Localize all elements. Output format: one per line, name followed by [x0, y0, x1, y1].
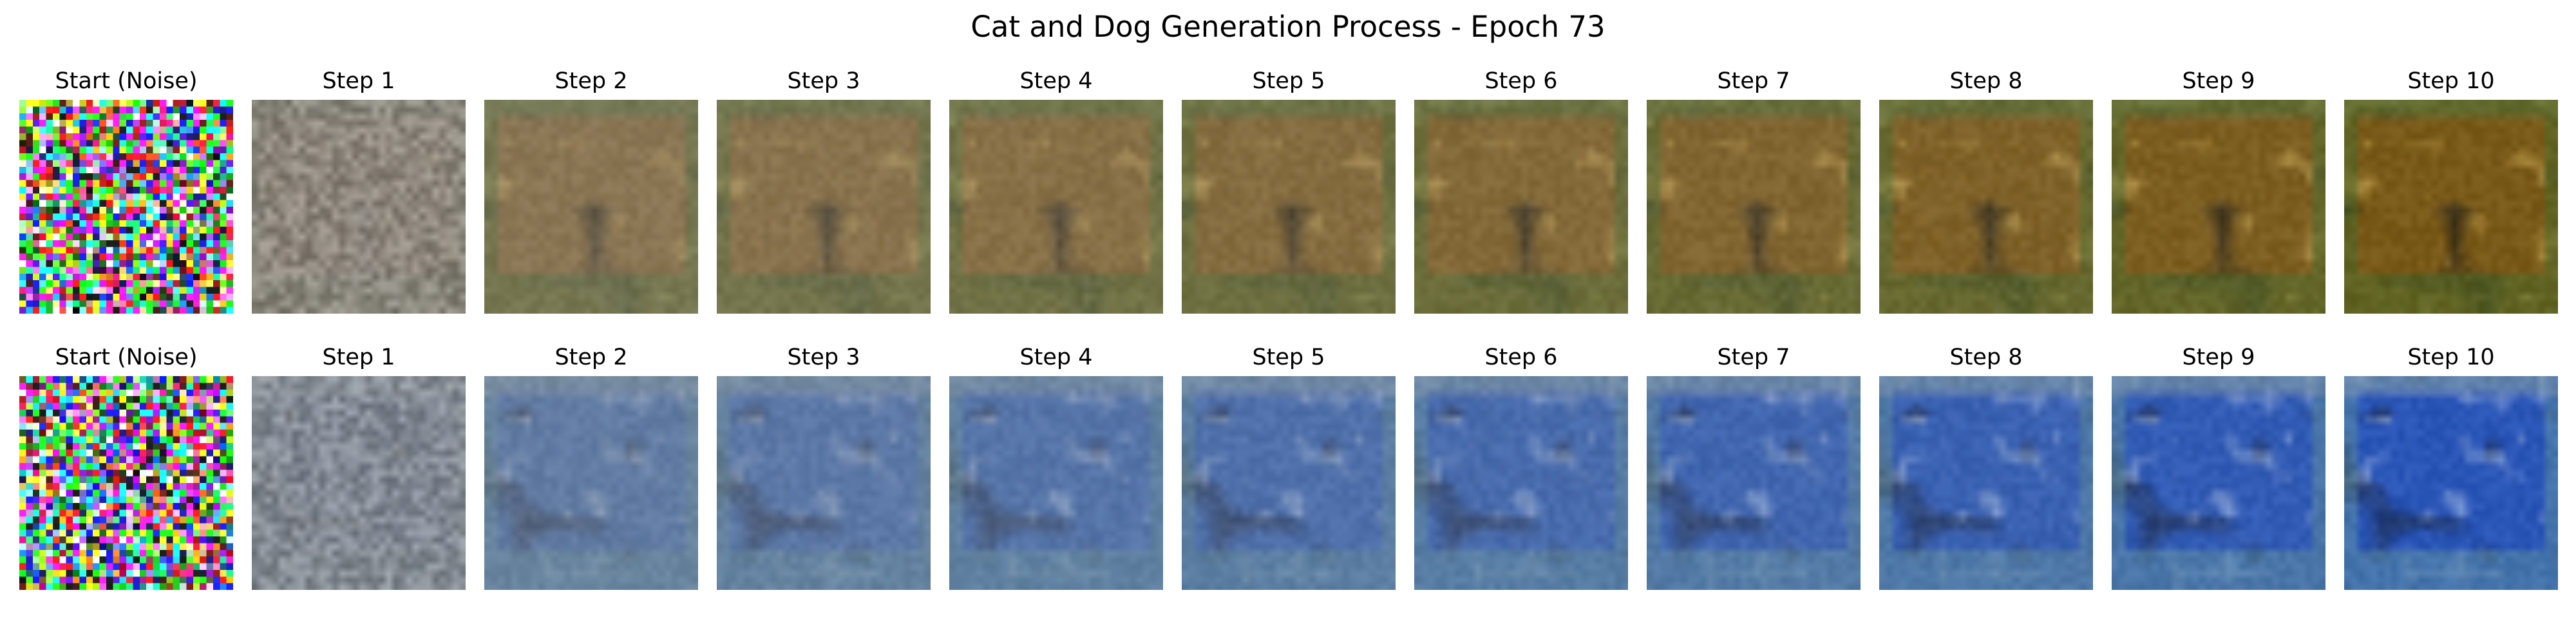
generated-image-row-2-step-4 [949, 376, 1163, 590]
generated-image-row-1-step-1 [252, 100, 466, 314]
generated-image-row-1-step-9 [2112, 100, 2325, 314]
panel-title: Step 9 [2182, 68, 2255, 94]
panel-title: Step 9 [2182, 345, 2255, 370]
panel-title: Step 3 [787, 68, 860, 94]
generated-image-row-1-step-7 [1647, 100, 1861, 314]
panel-title: Step 8 [1949, 68, 2023, 94]
panel-title: Step 6 [1484, 68, 1558, 94]
generated-image-row-2-step-3 [717, 376, 931, 590]
generated-image-row-2-step-10 [2344, 376, 2558, 590]
generated-image-row-2-step-7 [1647, 376, 1861, 590]
panel-title: Step 6 [1484, 345, 1558, 370]
panel-title: Step 5 [1252, 68, 1325, 94]
generated-image-row-1-step-6 [1414, 100, 1628, 314]
generated-image-row-1-step-2 [484, 100, 698, 314]
generated-image-row-1-step-3 [717, 100, 931, 314]
panel-title: Start (Noise) [55, 68, 198, 94]
generated-image-row-2-step-1 [252, 376, 466, 590]
panel-title: Step 1 [322, 345, 395, 370]
panel-title: Step 5 [1252, 345, 1325, 370]
panel-title: Step 8 [1949, 345, 2023, 370]
noise-image-row-2 [19, 376, 233, 590]
panel-title: Step 4 [1019, 68, 1093, 94]
panel-title: Step 3 [787, 345, 860, 370]
generated-image-row-2-step-8 [1879, 376, 2093, 590]
panel-title: Step 4 [1019, 345, 1093, 370]
panel-title: Step 7 [1717, 68, 1790, 94]
generated-image-row-1-step-10 [2344, 100, 2558, 314]
panel-title: Step 10 [2407, 68, 2495, 94]
generated-image-row-2-step-2 [484, 376, 698, 590]
generated-image-row-1-step-8 [1879, 100, 2093, 314]
panel-title: Step 7 [1717, 345, 1790, 370]
figure-title: Cat and Dog Generation Process - Epoch 7… [971, 10, 1605, 44]
panel-title: Step 2 [554, 68, 628, 94]
panel-title: Step 10 [2407, 345, 2495, 370]
panel-title: Step 1 [322, 68, 395, 94]
generated-image-row-1-step-5 [1182, 100, 1396, 314]
panel-title: Step 2 [554, 345, 628, 370]
generated-image-row-2-step-9 [2112, 376, 2325, 590]
generated-image-row-2-step-6 [1414, 376, 1628, 590]
generated-image-row-1-step-4 [949, 100, 1163, 314]
generated-image-row-2-step-5 [1182, 376, 1396, 590]
noise-image-row-1 [19, 100, 233, 314]
panel-title: Start (Noise) [55, 345, 198, 370]
